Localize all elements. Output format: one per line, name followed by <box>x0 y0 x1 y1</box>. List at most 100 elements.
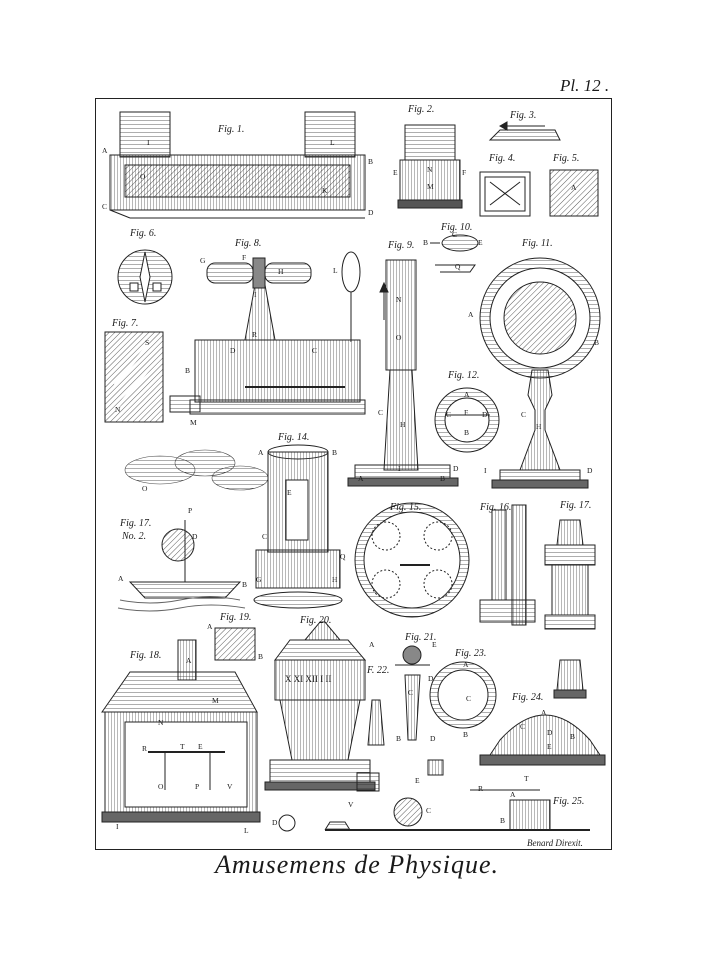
letter: B <box>570 732 576 741</box>
letter: B <box>423 238 429 247</box>
letter: N <box>427 165 433 174</box>
fig1-label: Fig. 1. <box>218 124 245 135</box>
letter: D <box>192 532 198 541</box>
letter: G <box>256 575 262 584</box>
letter: I <box>484 466 487 475</box>
fig21-label: Fig. 21. <box>405 632 437 643</box>
letter: D <box>272 818 278 827</box>
fig22-label: F. 22. <box>367 665 390 676</box>
cloud-drawing <box>124 449 269 491</box>
letter: D <box>482 410 488 419</box>
letter: E <box>547 742 552 751</box>
fig24-bell-drawing <box>479 659 606 766</box>
letter: A <box>186 656 192 665</box>
letter: H <box>278 267 284 276</box>
letter: D <box>428 674 434 683</box>
letter: N <box>396 295 402 304</box>
letter: F <box>462 168 467 177</box>
letter: B <box>594 338 600 347</box>
letter: C <box>521 410 527 419</box>
fig5-label: Fig. 5. <box>553 153 580 164</box>
letter: S <box>145 338 150 347</box>
fig11-dial-drawing <box>479 257 601 489</box>
fig18-label: Fig. 18. <box>130 650 162 661</box>
letter: C <box>378 408 384 417</box>
letter: F <box>464 408 469 417</box>
letter: B <box>440 474 446 483</box>
letter: C <box>262 532 268 541</box>
fig25-label: Fig. 25. <box>553 796 585 807</box>
fig5-cube-drawing <box>549 169 599 217</box>
letter: A <box>102 146 108 155</box>
fig19-square-drawing <box>214 627 256 661</box>
fig12-label: Fig. 12. <box>448 370 480 381</box>
letter: A <box>118 574 124 583</box>
letter: V <box>227 782 233 791</box>
fig9-column-drawing <box>347 259 459 487</box>
fig2-label: Fig. 2. <box>408 104 435 115</box>
fig18-house-drawing <box>101 639 261 823</box>
fig1-box-drawing <box>109 111 366 219</box>
fig17-post-drawing <box>544 519 596 630</box>
letter: N <box>115 405 121 414</box>
letter: D <box>453 464 459 473</box>
letter: B <box>185 366 191 375</box>
urn-dial-numerals: X XI XII I II <box>285 674 332 684</box>
engraver-signature: Benard Direxit. <box>527 838 583 848</box>
fig7-board-drawing <box>104 331 164 423</box>
letter: F <box>242 253 247 262</box>
letter: C <box>312 346 318 355</box>
letter: E <box>415 776 420 785</box>
plate-caption: Amusemens de Physique. <box>214 850 500 879</box>
letter: B <box>500 816 506 825</box>
fig15-disc-drawing <box>354 502 470 618</box>
letter: A <box>571 183 577 192</box>
letter: L <box>244 826 249 835</box>
fig15-label: Fig. 15. <box>390 502 422 513</box>
letter: E <box>198 742 203 751</box>
letter: C <box>466 694 472 703</box>
letter: P <box>195 782 200 791</box>
fig24-label: Fig. 24. <box>512 692 544 703</box>
letter: C <box>102 202 108 211</box>
letter: A <box>510 790 516 799</box>
fig4-label: Fig. 4. <box>489 153 516 164</box>
letter: M <box>212 696 219 705</box>
fig17-boat-drawing <box>117 520 246 612</box>
small-parts-drawing <box>278 759 444 832</box>
fig11-label: Fig. 11. <box>522 238 553 249</box>
fig23-ring-drawing <box>429 661 497 729</box>
letter: O <box>158 782 164 791</box>
letter: A <box>541 708 547 717</box>
letter: L <box>333 266 338 275</box>
fig14-label: Fig. 14. <box>278 432 310 443</box>
letter: E <box>432 640 437 649</box>
fig9-label: Fig. 9. <box>388 240 415 251</box>
letter: B <box>242 580 248 589</box>
letter: I <box>147 138 150 147</box>
fig7-label: Fig. 7. <box>112 318 139 329</box>
letter: E <box>287 488 292 497</box>
letter: B <box>463 730 469 739</box>
letter: A <box>207 622 213 631</box>
fig3-label: Fig. 3. <box>510 110 537 121</box>
fig10-lens-drawing <box>430 234 479 273</box>
letter: A <box>463 660 469 669</box>
letter: M <box>427 182 434 191</box>
letter: D <box>430 734 436 743</box>
fig23-label: Fig. 23. <box>455 648 487 659</box>
letter: O <box>142 484 148 493</box>
letter: I <box>398 464 401 473</box>
letter: C <box>452 230 458 239</box>
fig25-lever-drawing <box>324 789 590 831</box>
letter: L <box>330 138 335 147</box>
letter: E <box>393 168 398 177</box>
fig8-apparatus-drawing <box>169 251 366 415</box>
letter: I <box>254 290 257 299</box>
fig16-label: Fig. 16. <box>480 502 512 513</box>
fig6-label: Fig. 6. <box>130 228 157 239</box>
fig16-columns-drawing <box>479 504 536 626</box>
plate-frame <box>95 98 612 850</box>
letter: D <box>230 346 236 355</box>
